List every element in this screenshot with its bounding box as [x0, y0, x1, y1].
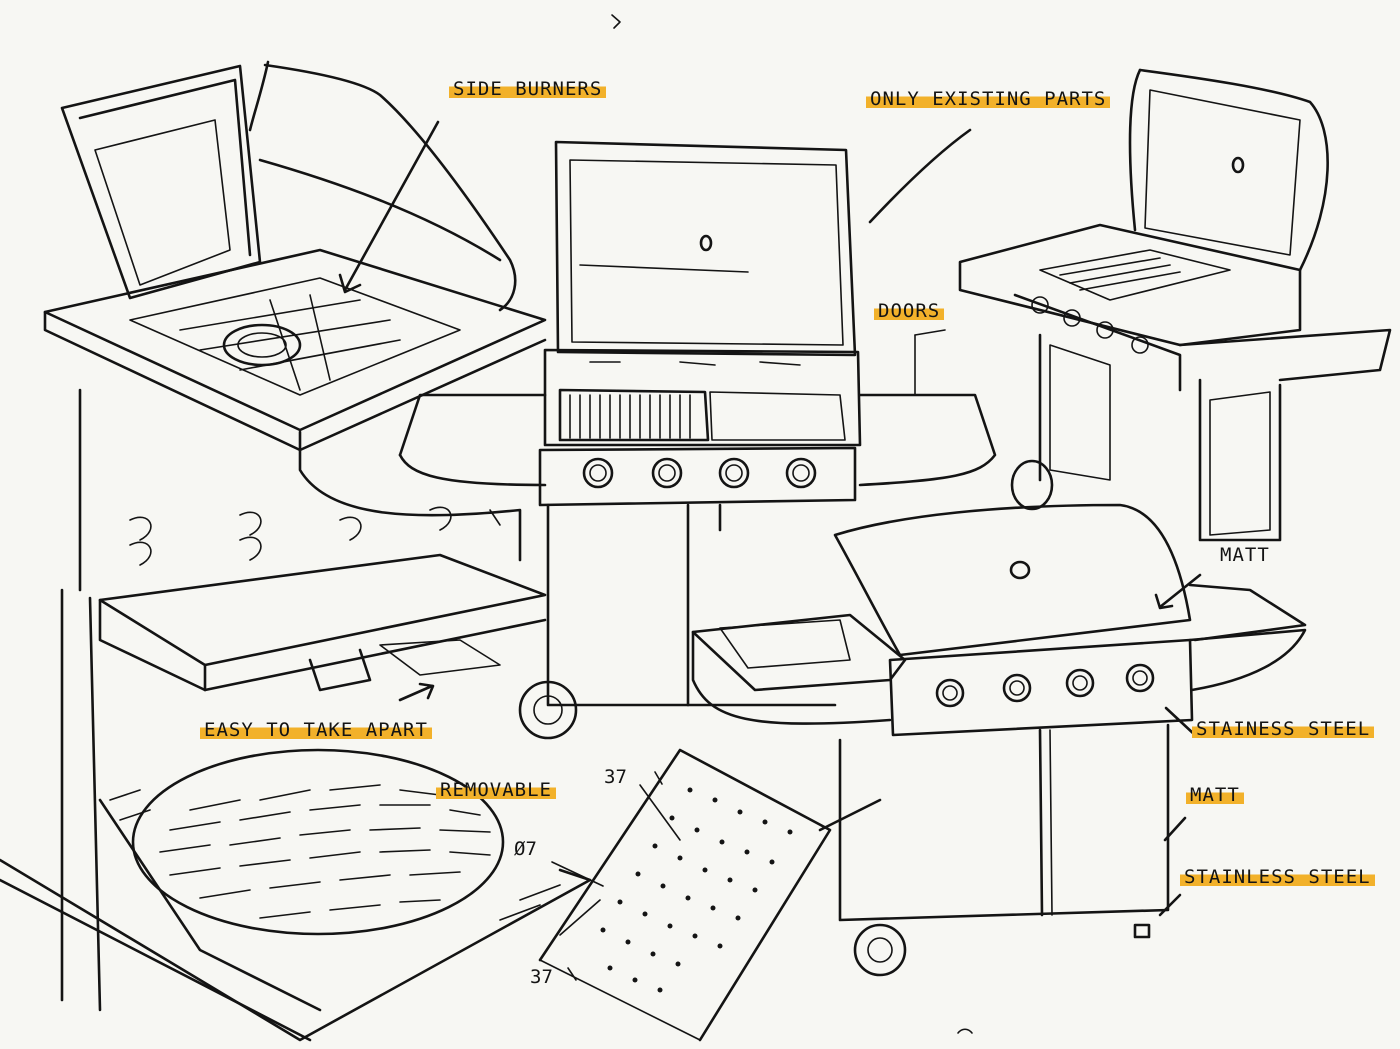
- proposed-grill-sketch: [691, 503, 1307, 977]
- annotation-stainless-steel-2: STAINLESS STEEL: [1180, 866, 1375, 888]
- reference-grill-sketch: [958, 68, 1392, 542]
- dimension-spacing-bottom: 37: [530, 966, 553, 988]
- dimension-spacing-top: 37: [604, 766, 627, 788]
- annotation-only-existing-parts: ONLY EXISTING PARTS: [866, 88, 1111, 110]
- main-grill-sketch: [398, 128, 997, 740]
- annotation-easy-to-take-apart: EASY TO TAKE APART: [200, 719, 432, 741]
- shelf-sketch: [60, 553, 547, 1012]
- annotation-side-burners: SIDE BURNERS: [449, 78, 607, 100]
- side-burner-sketch: [43, 60, 547, 592]
- annotation-matt-side: MATT: [1186, 784, 1244, 806]
- dimension-hole-diameter: Ø7: [514, 838, 537, 860]
- annotation-removable: REMOVABLE: [436, 779, 556, 801]
- perforated-panel-sketch: [538, 748, 832, 1042]
- annotation-doors: DOORS: [874, 300, 945, 322]
- annotation-matt-top: MATT: [1220, 544, 1270, 566]
- annotation-stainless-steel-1: STAINESS STEEL: [1192, 718, 1375, 740]
- grate-sketch: [0, 748, 592, 1042]
